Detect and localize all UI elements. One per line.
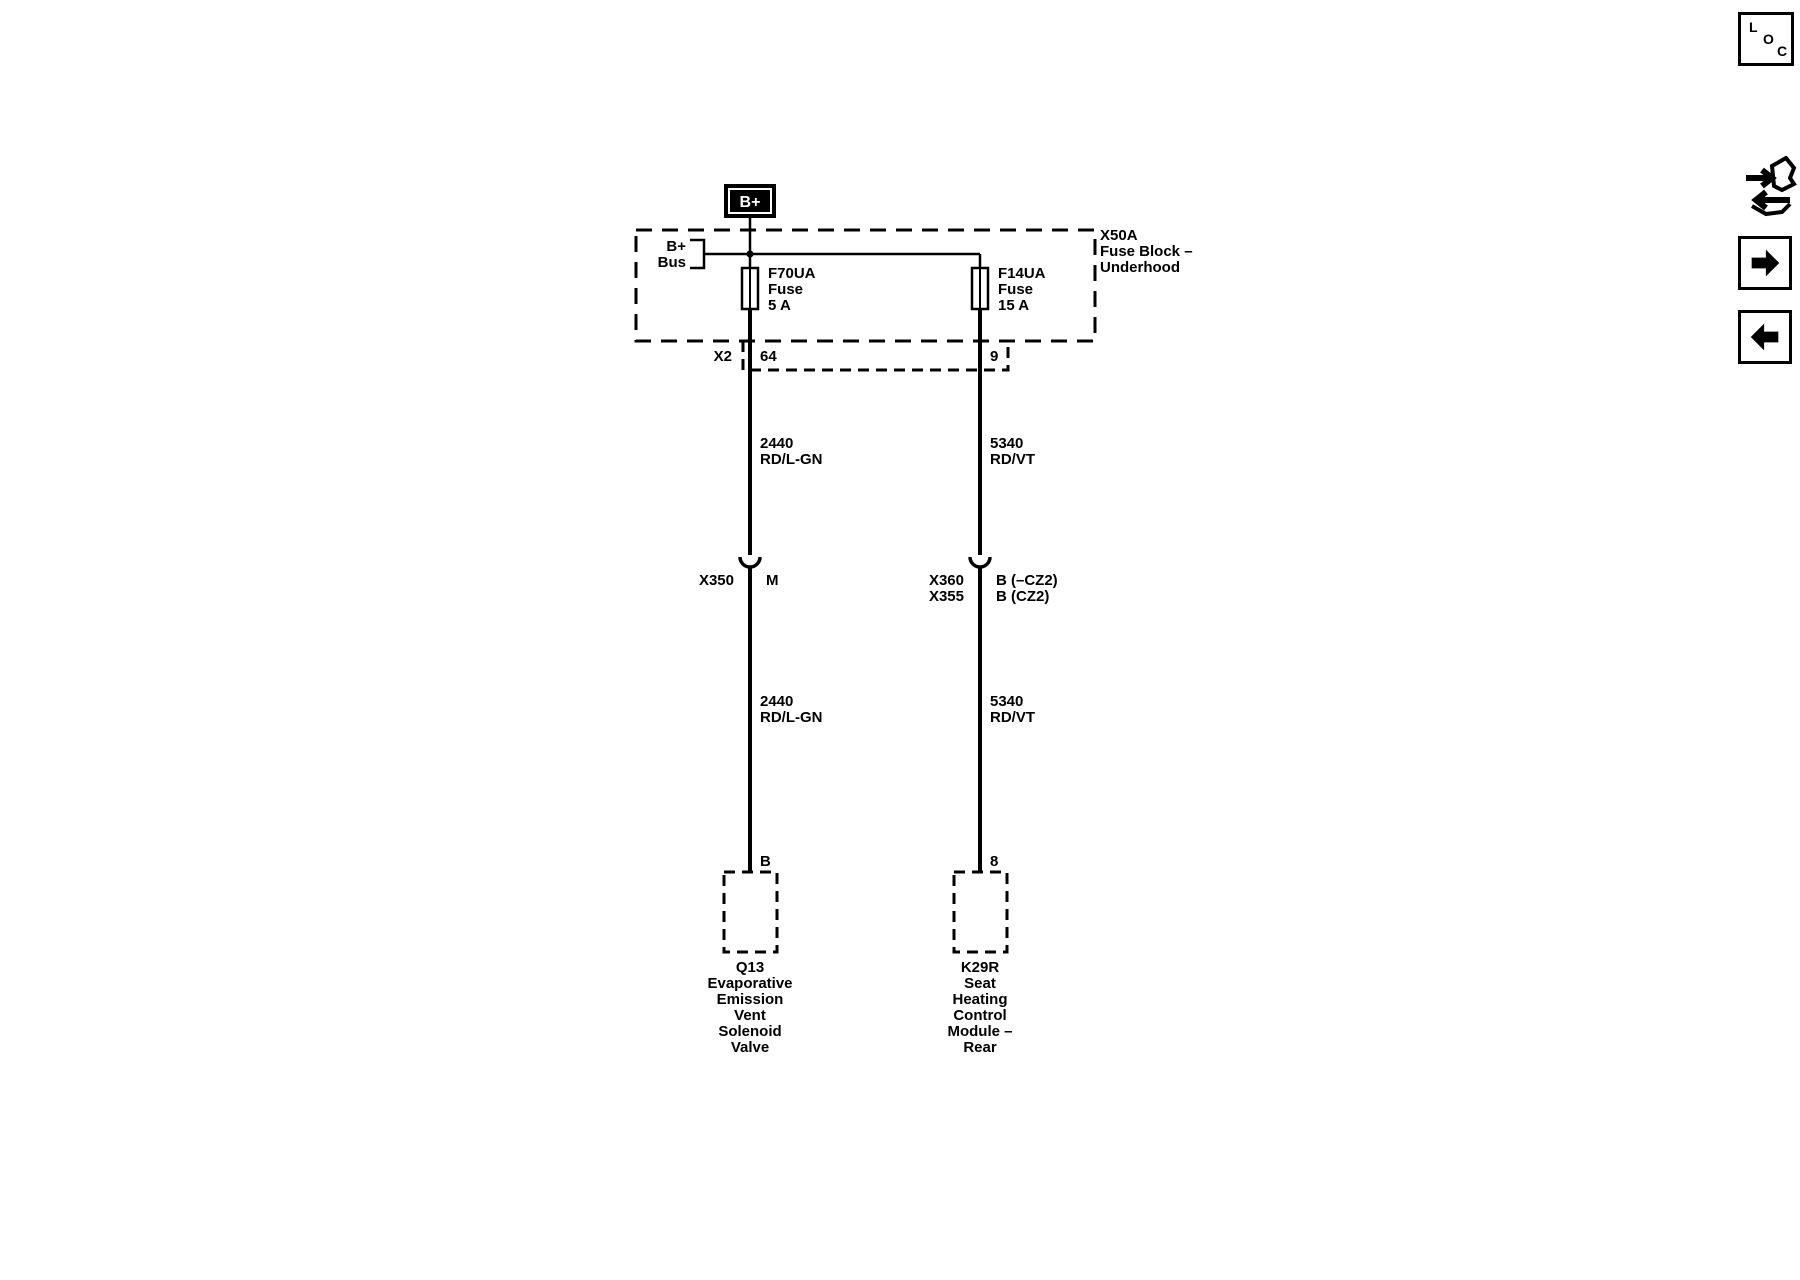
k29r-name-line: Seat: [964, 975, 996, 992]
q13-name-line: Evaporative: [707, 975, 792, 992]
q13-component-outline: [722, 870, 779, 954]
fuse-block-id: X50A: [1100, 227, 1138, 244]
bus-label-line2: Bus: [658, 254, 686, 271]
circuit1-upper-color: RD/L-GN: [760, 451, 823, 468]
k29r-name-line: Control: [953, 1007, 1006, 1024]
connector-swap-icon: [1746, 156, 1797, 217]
connector-swap-button[interactable]: [1738, 156, 1798, 222]
fuse1-pin: 64: [760, 348, 777, 365]
battery-positive-source: B+: [724, 184, 776, 218]
k29r-name-line: K29R: [961, 959, 1000, 976]
x350-connector-pin: M: [766, 572, 779, 589]
x360-connector-id: X360: [929, 572, 964, 589]
bus-bracket: [690, 238, 706, 270]
k29r-name-line: Module –: [947, 1023, 1012, 1040]
previous-page-icon: [1750, 323, 1779, 351]
q13-name-line: Vent: [734, 1007, 766, 1024]
bus-label-line1: B+: [666, 238, 686, 255]
circuit1-lower-number: 2440: [760, 693, 793, 710]
fuse-f70ua: [740, 266, 760, 311]
k29r-name-line: Rear: [963, 1039, 997, 1056]
loc-letter-o: O: [1763, 31, 1774, 47]
next-page-icon: [1751, 249, 1780, 277]
battery-positive-label: B+: [740, 194, 761, 211]
fuse2-id: F14UA: [998, 265, 1046, 282]
q13-name-line: Emission: [717, 991, 784, 1008]
circuit2-upper-number: 5340: [990, 435, 1023, 452]
q13-name-line: Q13: [736, 959, 764, 976]
k29r-pin: 8: [990, 853, 998, 870]
component-locator-button[interactable]: L O C: [1738, 12, 1794, 66]
q13-name-line: Solenoid: [718, 1023, 781, 1040]
fuse1-id: F70UA: [768, 265, 816, 282]
x360-connector-symbol: [968, 556, 992, 569]
x2-connector-label: X2: [714, 348, 732, 365]
x355-connector-pin: B (CZ2): [996, 588, 1049, 605]
fuse1-type: Fuse: [768, 281, 803, 298]
x350-connector-id: X350: [699, 572, 734, 589]
x2-connector-outline: [741, 341, 1010, 372]
circuit2-lower-color: RD/VT: [990, 709, 1035, 726]
fuse1-rating: 5 A: [768, 297, 791, 314]
circuit1-lower-color: RD/L-GN: [760, 709, 823, 726]
next-page-button[interactable]: [1738, 236, 1792, 290]
loc-letter-l: L: [1749, 19, 1758, 35]
fuse2-pin: 9: [990, 348, 998, 365]
fuse2-rating: 15 A: [998, 297, 1029, 314]
circuit2-upper-color: RD/VT: [990, 451, 1035, 468]
circuit1-upper-number: 2440: [760, 435, 793, 452]
q13-name-line: Valve: [731, 1039, 769, 1056]
x350-connector-symbol: [738, 556, 762, 569]
q13-pin: B: [760, 853, 771, 870]
previous-page-button[interactable]: [1738, 310, 1792, 364]
loc-letter-c: C: [1777, 43, 1788, 59]
fuse-f14ua: [970, 266, 990, 311]
k29r-component-name: K29R Seat Heating Control Module – Rear: [947, 959, 1012, 1056]
q13-component-name: Q13 Evaporative Emission Vent Solenoid V…: [707, 959, 792, 1056]
k29r-component-outline: [952, 870, 1009, 954]
fuse-block-name-line1: Fuse Block –: [1100, 243, 1193, 260]
fuse2-type: Fuse: [998, 281, 1033, 298]
circuit2-lower-number: 5340: [990, 693, 1023, 710]
x360-connector-pin: B (–CZ2): [996, 572, 1058, 589]
x355-connector-id: X355: [929, 588, 964, 605]
fuse-block-name-line2: Underhood: [1100, 259, 1180, 276]
k29r-name-line: Heating: [952, 991, 1007, 1008]
